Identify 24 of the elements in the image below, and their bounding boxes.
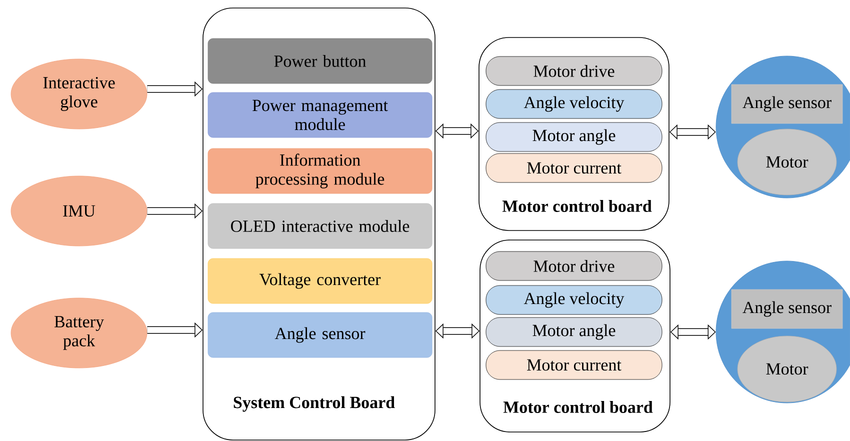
- board-title: Motor control board: [502, 200, 652, 212]
- module-box: OLED interactive module: [208, 203, 432, 249]
- signal-pill: Angle velocity: [486, 89, 662, 119]
- board-title: Motor control board: [503, 401, 653, 413]
- board-title: System Control Board: [234, 396, 395, 412]
- module-box: Angle sensor: [208, 312, 432, 358]
- oval-node: IMU: [10, 176, 148, 246]
- sensor-box: Angle sensor: [731, 289, 843, 329]
- signal-pill: Motor angle: [486, 317, 662, 347]
- signal-pill: Motor angle: [486, 122, 662, 152]
- oval-node: Interactive glove: [10, 58, 148, 130]
- oval-node: Motor: [737, 336, 837, 402]
- signal-pill: Motor drive: [486, 251, 662, 281]
- module-box: Voltage converter: [208, 258, 432, 304]
- signal-pill: Motor current: [486, 153, 662, 183]
- oval-node: Motor: [737, 128, 837, 196]
- signal-pill: Motor current: [486, 350, 662, 380]
- module-box: Information processing module: [208, 148, 432, 194]
- sensor-box: Angle sensor: [731, 84, 843, 124]
- module-box: Power button: [208, 38, 432, 84]
- signal-pill: Motor drive: [486, 56, 662, 86]
- oval-node: Battery pack: [10, 298, 148, 368]
- signal-pill: Angle velocity: [486, 285, 662, 315]
- module-box: Power management module: [208, 92, 432, 138]
